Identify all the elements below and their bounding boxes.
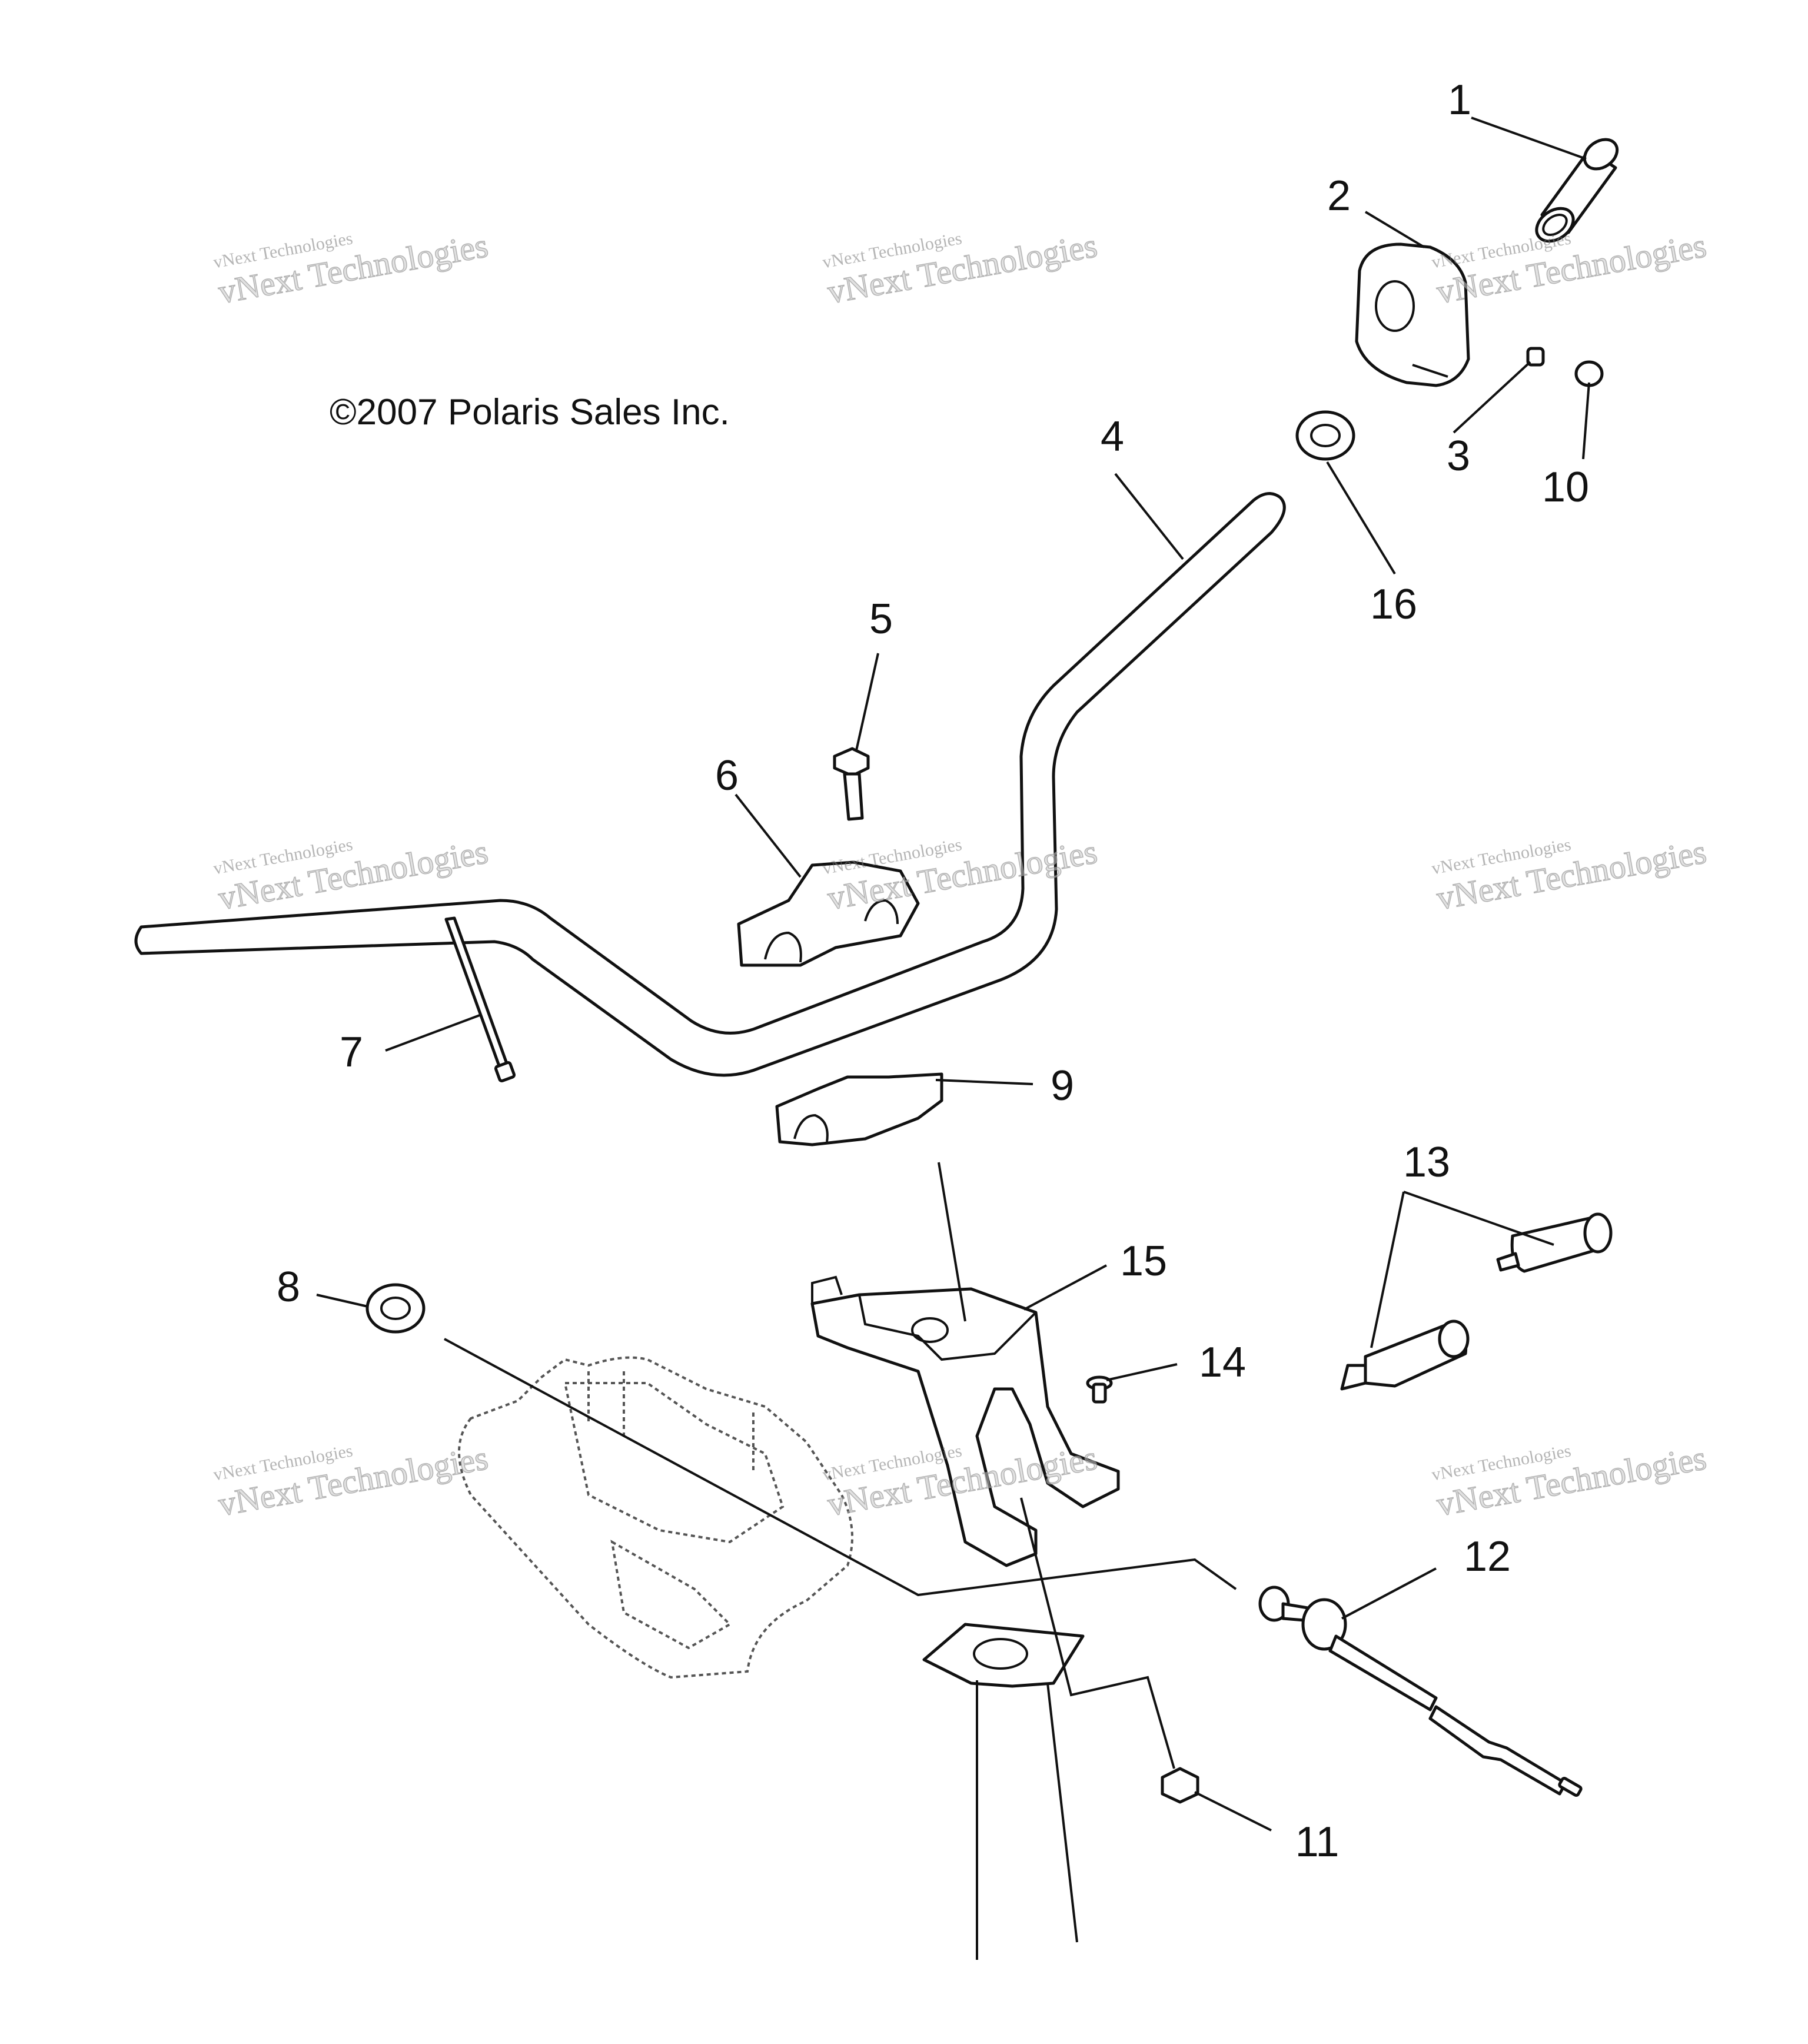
steering-post: [922, 1623, 1085, 1960]
part-3-screw: [1526, 347, 1545, 367]
copyright-notice: ©2007 Polaris Sales Inc.: [330, 392, 730, 433]
callout-12: 12: [1463, 1533, 1511, 1580]
part-11-nut: [1161, 1767, 1199, 1804]
part-5-bolt: [833, 747, 870, 821]
callout-3: 3: [1446, 433, 1471, 480]
callout-1: 1: [1447, 77, 1472, 124]
callout-16: 16: [1370, 581, 1418, 628]
part-7-long-bolt: [444, 916, 516, 1083]
callout-7: 7: [339, 1029, 364, 1076]
callout-9: 9: [1050, 1062, 1075, 1109]
callout-8: 8: [276, 1264, 301, 1311]
part-4-handlebar: [134, 492, 1286, 1077]
callout-13: 13: [1402, 1139, 1451, 1186]
part-9-lower-clamp: [775, 1072, 943, 1146]
body-pod-ghost: [458, 1356, 853, 1679]
part-2-housing: [1355, 242, 1470, 387]
part-16-washer: [1295, 410, 1355, 461]
callout-2: 2: [1327, 172, 1351, 220]
part-10-plug: [1574, 360, 1604, 387]
part-8-grommet: [365, 1283, 426, 1334]
callout-5: 5: [869, 596, 893, 643]
callout-4: 4: [1100, 413, 1125, 460]
part-15-bracket: [810, 1275, 1120, 1567]
callout-14: 14: [1198, 1339, 1247, 1386]
leader-lines: [316, 117, 1590, 1832]
part-1-grip: [1535, 138, 1619, 243]
part-14-pin: [1086, 1375, 1113, 1404]
callout-11: 11: [1295, 1819, 1340, 1866]
callout-6: 6: [714, 752, 739, 799]
callout-10: 10: [1541, 464, 1590, 511]
part-13-switches: [1340, 1212, 1613, 1391]
callout-15: 15: [1119, 1238, 1168, 1285]
part-12-throttle-cable: [1258, 1586, 1583, 1797]
part-6-upper-clamp: [737, 860, 920, 967]
